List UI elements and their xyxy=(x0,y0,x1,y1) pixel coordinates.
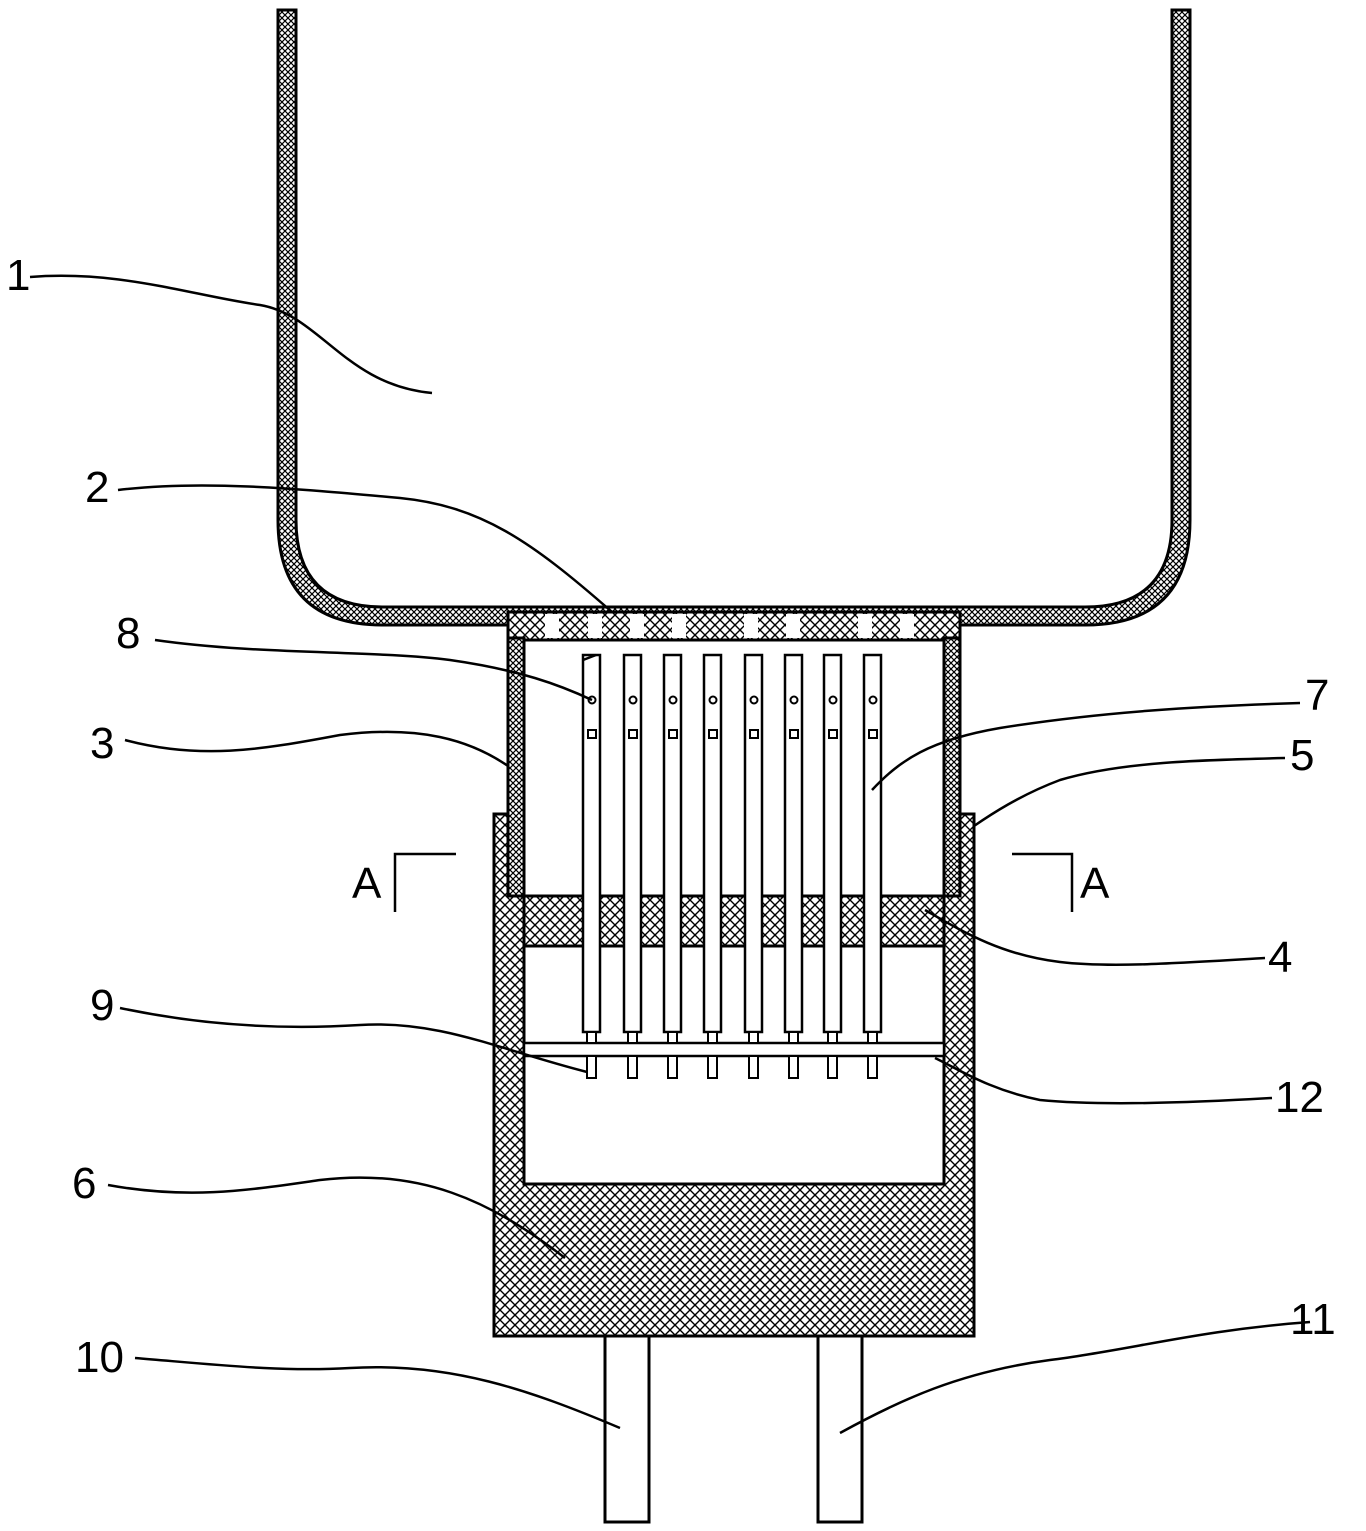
section-mark-left: A xyxy=(352,852,456,912)
svg-text:A: A xyxy=(1080,859,1110,908)
perforated-plate xyxy=(506,610,962,642)
label-5: 5 xyxy=(1290,731,1314,780)
label-4: 4 xyxy=(1268,933,1292,982)
tube-wall-left xyxy=(506,636,526,898)
label-12: 12 xyxy=(1275,1073,1324,1122)
pipe-10 xyxy=(603,1334,651,1524)
rods xyxy=(581,653,883,1079)
svg-text:A: A xyxy=(352,859,382,908)
label-2: 2 xyxy=(85,463,109,512)
label-8: 8 xyxy=(116,609,140,658)
label-10: 10 xyxy=(75,1333,124,1382)
label-11: 11 xyxy=(1290,1295,1336,1344)
tube-wall-right xyxy=(942,636,962,898)
label-3: 3 xyxy=(90,719,114,768)
leader-lines xyxy=(29,274,1311,1435)
container-wall xyxy=(276,8,1192,627)
section-mark-right: A xyxy=(1012,852,1110,912)
pipe-11 xyxy=(816,1334,864,1524)
outer-housing xyxy=(492,812,976,1338)
plate-holes xyxy=(545,614,914,638)
reference-labels: 1 2 3 4 5 6 7 8 9 10 11 12 xyxy=(6,251,1336,1382)
label-6: 6 xyxy=(72,1159,96,1208)
label-7: 7 xyxy=(1305,671,1329,720)
support-bar xyxy=(522,1041,946,1058)
label-1: 1 xyxy=(6,251,30,300)
label-9: 9 xyxy=(90,981,114,1030)
